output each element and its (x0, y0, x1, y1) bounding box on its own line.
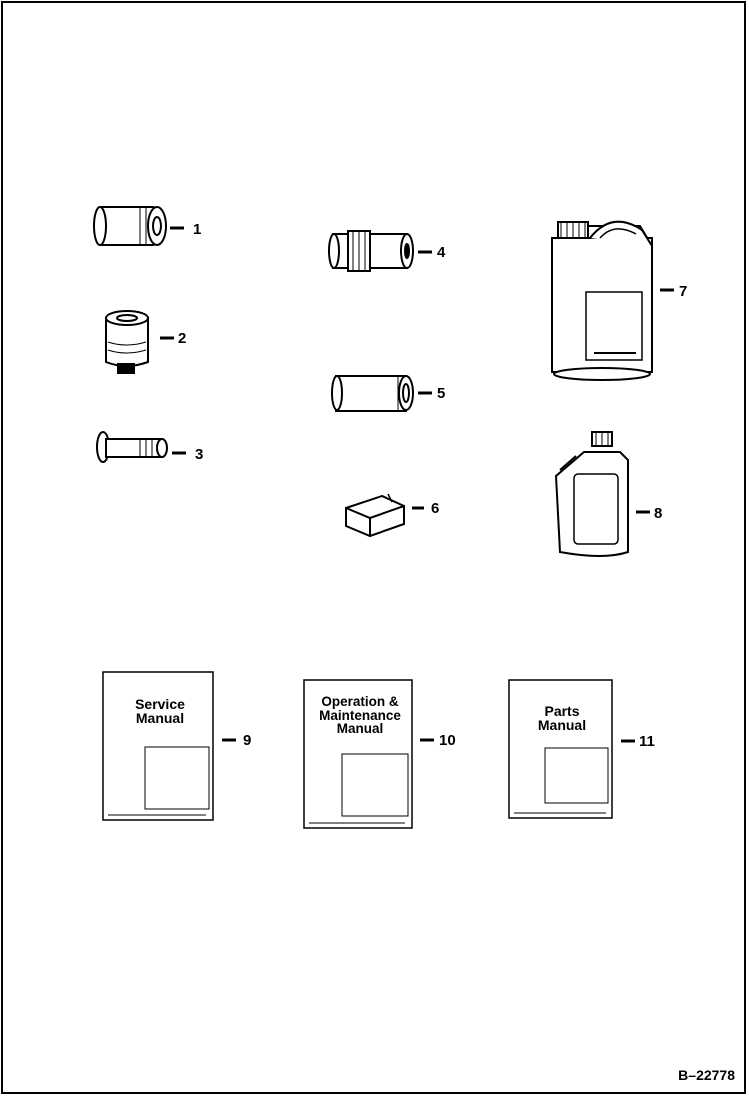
service-manual-illustration (102, 671, 236, 821)
operation-manual-title-line-2: Maintenance (319, 707, 401, 723)
small-part-illustration (345, 493, 424, 538)
callout-8: 8 (654, 505, 663, 522)
operation-manual-title-line-1: Operation & (321, 694, 399, 709)
service-manual-title-line-1: Service (135, 696, 185, 712)
callout-9: 9 (243, 732, 252, 749)
parts-manual-title: Parts Manual (517, 704, 607, 732)
filter-element-illustration (96, 431, 186, 463)
callout-1: 1 (193, 221, 202, 238)
callout-10: 10 (439, 732, 456, 749)
parts-manual-illustration (508, 679, 635, 819)
operation-manual-illustration (303, 679, 434, 829)
fluid-jug-illustration (551, 220, 674, 381)
callout-3: 3 (195, 446, 204, 463)
fuel-filter-illustration (105, 310, 174, 374)
oil-filter-illustration (93, 206, 184, 246)
callout-7: 7 (679, 283, 688, 300)
air-filter-outer-illustration (328, 230, 432, 272)
parts-manual-title-line-1: Parts (544, 703, 580, 719)
callout-5: 5 (437, 385, 446, 402)
callout-11: 11 (639, 733, 655, 750)
oil-bottle-illustration (554, 431, 650, 557)
callout-4: 4 (437, 244, 446, 261)
operation-manual-title-line-3: Manual (336, 721, 384, 736)
callout-6: 6 (431, 500, 440, 517)
service-manual-title-line-2: Manual (135, 710, 185, 726)
operation-manual-title: Operation & Maintenance Manual (304, 695, 416, 736)
service-manual-title: Service Manual (113, 697, 207, 725)
figure-id: B–22778 (678, 1067, 735, 1083)
parts-manual-title-line-2: Manual (537, 717, 587, 733)
air-filter-inner-illustration (331, 375, 432, 412)
callout-2: 2 (178, 330, 187, 347)
